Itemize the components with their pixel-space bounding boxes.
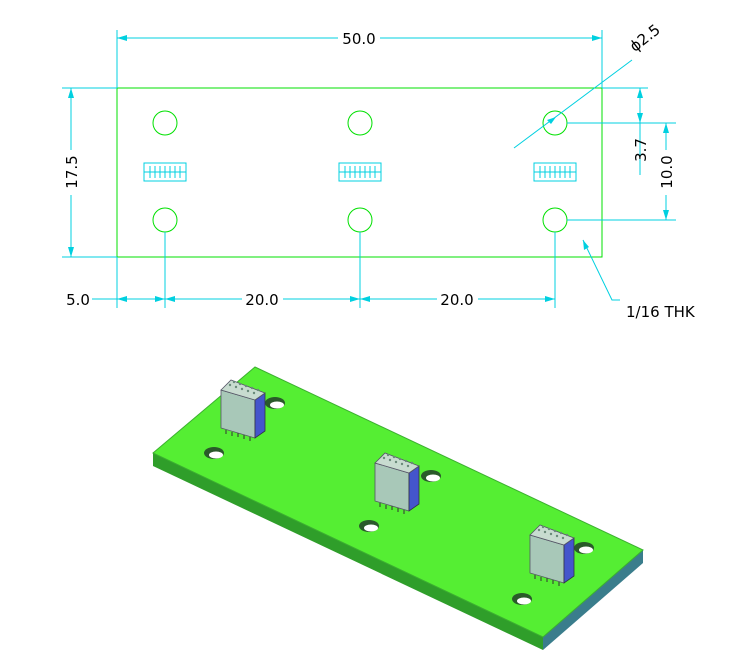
dim-label-height: 17.5 [63, 155, 81, 188]
dim-overall-width: 50.0 [116, 30, 603, 88]
connector-footprint-middle [338, 162, 382, 182]
dim-height: 17.5 [62, 87, 117, 258]
hole-bottom-left [152, 207, 178, 233]
hole-top-right [542, 110, 568, 136]
isometric-view [152, 366, 644, 650]
dim-hole-diameter: ϕ2.5 [513, 21, 664, 149]
hole-bottom-middle [347, 207, 373, 233]
dim-label-hole-offset: 3.7 [632, 138, 650, 162]
connector-footprint-right [533, 162, 577, 182]
iso-connector-1 [220, 379, 266, 441]
board-front-edge [153, 453, 543, 650]
board-side-edge [543, 550, 643, 650]
dim-hole-offset: 3.7 [567, 87, 676, 175]
connector-footprint-left [143, 162, 187, 182]
iso-connector-3 [529, 524, 575, 586]
dim-label-spacing-left: 20.0 [245, 291, 278, 309]
dim-label-spacing-right: 20.0 [440, 291, 473, 309]
iso-holes [204, 397, 594, 605]
thickness-note: 1/16 THK [582, 239, 696, 321]
thickness-note-label: 1/16 THK [626, 303, 696, 321]
dim-label-overall-width: 50.0 [342, 30, 375, 48]
dim-label-hole-diameter: ϕ2.5 [626, 21, 664, 56]
hole-bottom-right [542, 207, 568, 233]
iso-connector-2 [374, 452, 420, 514]
dim-label-edge-offset: 5.0 [66, 291, 90, 309]
dim-label-hole-spacing-vertical: 10.0 [658, 155, 676, 188]
hole-top-middle [347, 110, 373, 136]
dim-bottom-chain: 5.0 20.0 20.0 [66, 232, 556, 309]
dim-hole-spacing-vertical: 10.0 [567, 123, 676, 221]
hole-top-left [152, 110, 178, 136]
plan-view: 50.0 17.5 ϕ2.5 3.7 [62, 21, 696, 321]
